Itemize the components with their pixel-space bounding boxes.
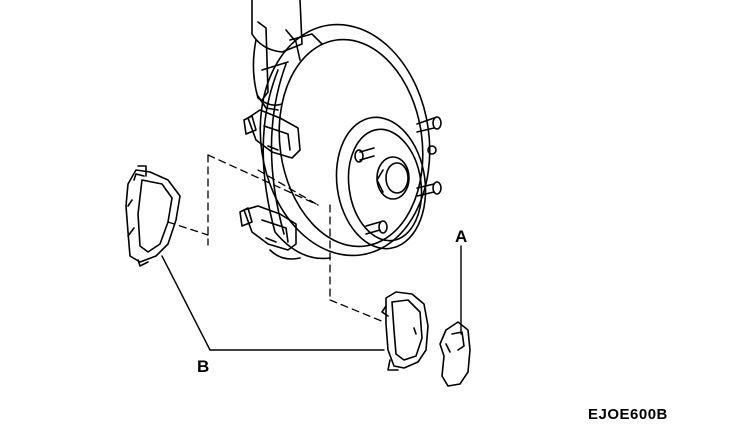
- leader-lines: [161, 245, 462, 351]
- suspension-strut: [251, 0, 323, 106]
- brake-disc: [259, 23, 431, 260]
- label-a: A: [455, 227, 467, 246]
- label-b: B: [197, 357, 209, 376]
- figure-code: EJOE600B: [588, 406, 668, 423]
- caliper-bracket-lower: [239, 205, 301, 260]
- caliper-bracket-upper: [243, 95, 301, 159]
- leader-line-b-left: [161, 255, 211, 351]
- brake-pad-left: [125, 165, 181, 267]
- brake-pad-right: [381, 291, 429, 371]
- pad-shim: [439, 321, 471, 387]
- wheel-hub: [354, 116, 442, 235]
- assembly-guide-lines: [167, 154, 385, 323]
